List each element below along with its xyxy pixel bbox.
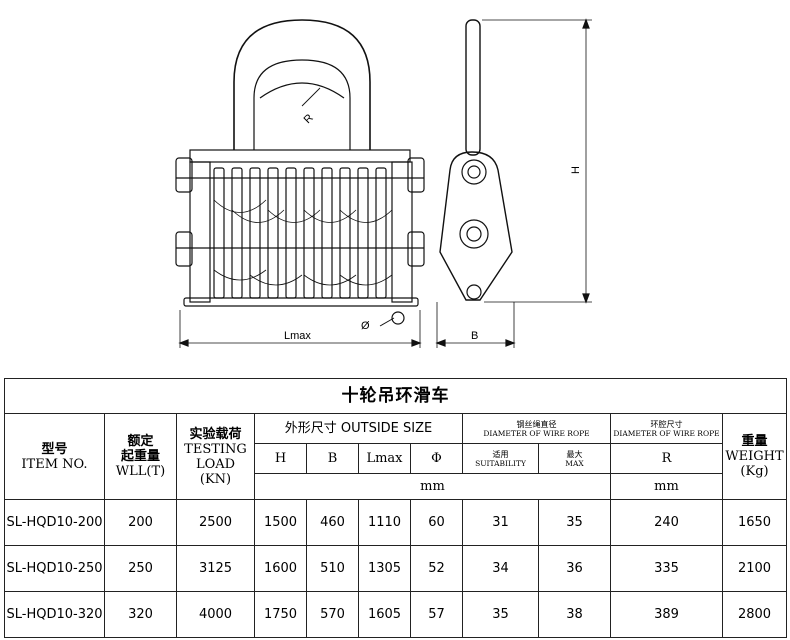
header-rope: 钢丝绳直径 DIAMETER OF WIRE ROPE [462,413,611,444]
cell-suit: 35 [462,591,539,638]
header-max-en: MAX [565,458,584,468]
header-max-zh: 最大 [566,449,583,459]
header-weight-zh: 重量 [741,434,768,449]
header-rope-zh: 钢丝绳直径 [516,419,557,429]
hook-ring-inner [253,59,351,150]
header-lmax: Lmax [358,443,411,474]
header-r: R [610,443,723,474]
front-view [175,19,425,348]
cell-suit: 34 [462,545,539,592]
header-item-zh: 型号 [41,441,68,457]
cell-item: SL-HQD10-200 [4,499,105,546]
header-item: 型号 ITEM NO. [4,413,105,500]
header-test-en2: LOAD [195,456,236,472]
header-rope-en: DIAMETER OF WIRE ROPE [483,428,590,438]
table-row: SL-HQD10-250 250 3125 1600 510 1305 52 3… [4,545,788,592]
cell-test: 2500 [176,499,255,546]
cell-wll: 200 [104,499,177,546]
header-h: H [254,443,307,474]
header-test-zh: 实验载荷 [189,426,242,442]
cell-lmax: 1605 [358,591,411,638]
label-phi: Ø [361,320,370,332]
cell-weight: 2100 [721,545,788,592]
header-weight-en: WEIGHT [725,449,784,464]
header-ring-en: DIAMETER OF WIRE ROPE [613,428,720,438]
label-lmax: Lmax [284,330,311,342]
cell-b: 510 [306,545,359,592]
header-test: 实验载荷 TESTING LOAD (KN) [176,413,255,500]
cell-item: SL-HQD10-320 [4,591,105,638]
header-outside: 外形尺寸 OUTSIDE SIZE [254,413,463,444]
header-wll-en: WLL(T) [115,464,166,479]
header-b: B [306,443,359,474]
cell-b: 460 [306,499,359,546]
header-ring: 环腔尺寸 DIAMETER OF WIRE ROPE [610,413,723,444]
header-max: 最大 MAX [538,443,611,474]
cell-wll: 250 [104,545,177,592]
cell-r: 335 [610,545,723,592]
label-r: R [302,112,316,126]
cell-h: 1750 [254,591,307,638]
cell-phi: 52 [410,545,463,592]
header-test-unit: (KN) [199,471,232,487]
side-plate [439,151,513,301]
table-title: 十轮吊环滑车 [3,378,788,414]
technical-drawing: R Ø Lmax B H [175,18,592,348]
table-row: SL-HQD10-200 200 2500 1500 460 1110 60 3… [4,499,788,546]
side-view [435,18,592,348]
header-item-en: ITEM NO. [21,456,88,472]
cell-wll: 320 [104,591,177,638]
cell-item: SL-HQD10-250 [4,545,105,592]
header-wll: 额定 起重量 WLL(T) [104,413,177,500]
cell-weight: 2800 [721,591,788,638]
header-suit: 适用 SUITABILITY [462,443,539,474]
cell-lmax: 1305 [358,545,411,592]
sheaves [213,167,393,299]
cell-h: 1600 [254,545,307,592]
header-phi: Φ [410,443,463,474]
header-unit-mm2: mm [610,473,723,500]
label-b: B [471,330,478,342]
cell-test: 3125 [176,545,255,592]
cell-phi: 60 [410,499,463,546]
header-test-en1: TESTING [184,441,247,457]
cell-b: 570 [306,591,359,638]
header-suit-zh: 适用 [492,449,509,459]
cell-suit: 31 [462,499,539,546]
cell-max: 35 [538,499,611,546]
header-wll-zh1: 额定 [127,434,154,449]
cell-r: 389 [610,591,723,638]
header-weight: 重量 WEIGHT (Kg) [721,413,788,500]
cell-phi: 57 [410,591,463,638]
header-wll-zh2: 起重量 [120,449,160,464]
header-unit-mm1: mm [254,473,611,500]
header-ring-zh: 环腔尺寸 [650,419,683,429]
cell-test: 4000 [176,591,255,638]
cell-max: 36 [538,545,611,592]
cell-h: 1500 [254,499,307,546]
cell-r: 240 [610,499,723,546]
cell-weight: 1650 [721,499,788,546]
cell-max: 38 [538,591,611,638]
table-row: SL-HQD10-320 320 4000 1750 570 1605 57 3… [4,591,788,638]
hook-ring-outer [233,19,371,150]
label-h: H [570,166,582,174]
cell-lmax: 1110 [358,499,411,546]
spec-table: 十轮吊环滑车 型号 ITEM NO. 额定 起重量 WLL(T) 实验载荷 TE… [3,378,788,638]
header-weight-unit: (Kg) [740,464,769,479]
header-suit-en: SUITABILITY [475,458,526,468]
